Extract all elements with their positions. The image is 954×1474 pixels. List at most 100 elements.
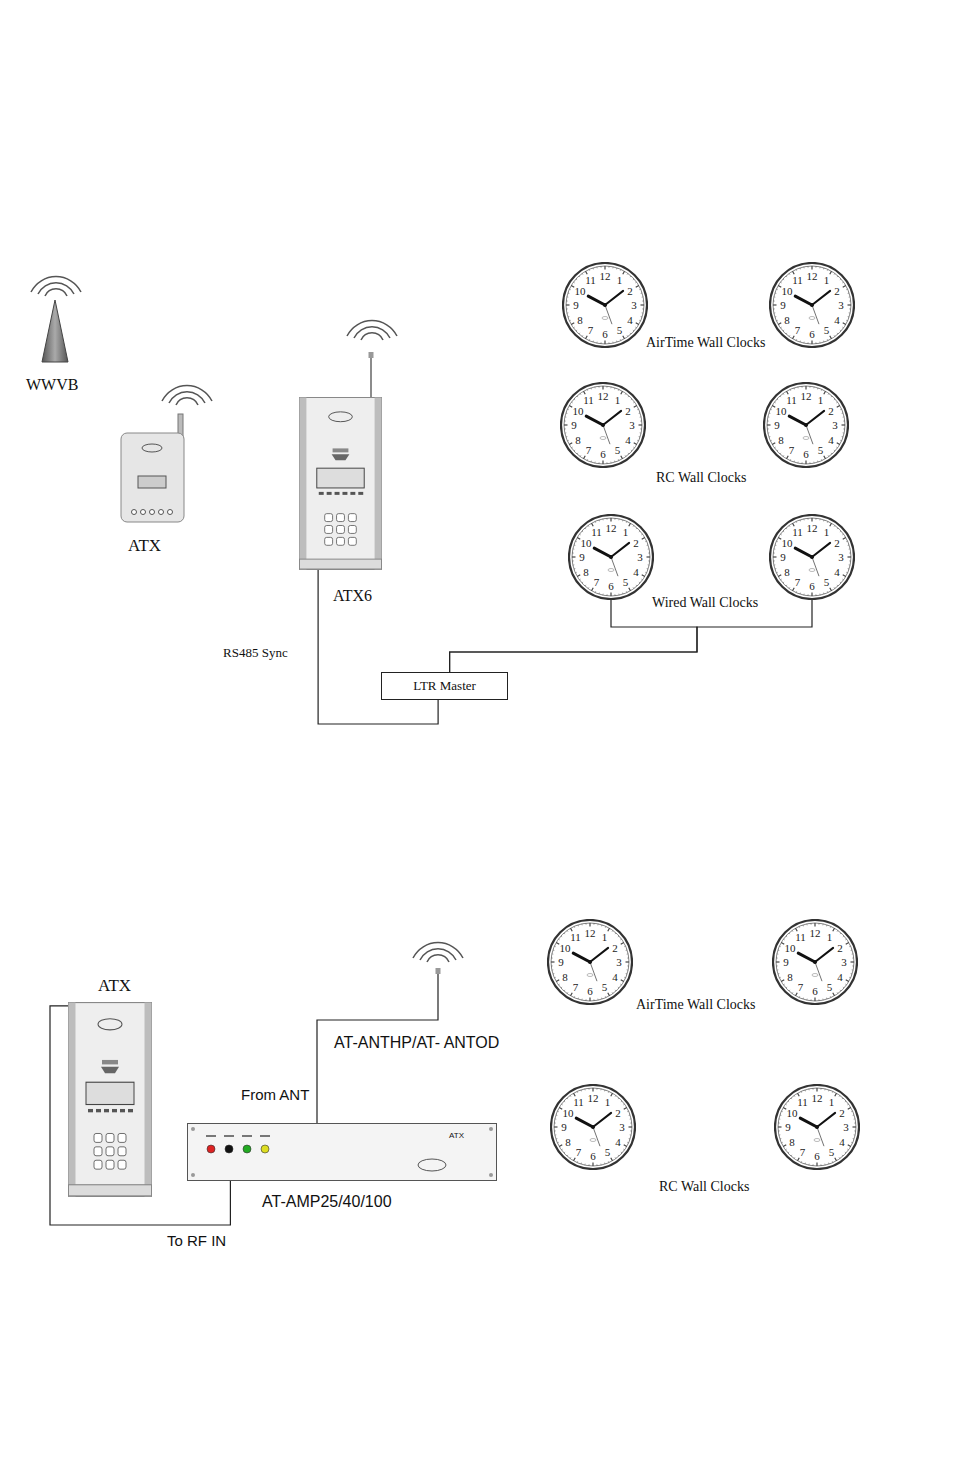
clock-numeral: 5 — [615, 444, 621, 457]
clock-numeral: 12 — [801, 390, 812, 403]
wall-clock: 121234567891011 — [772, 919, 858, 1005]
device-label: LTR Master — [413, 679, 476, 694]
wire-label: To RF IN — [166, 1232, 227, 1249]
clock-numeral: 12 — [606, 522, 617, 535]
clock-numeral: 9 — [558, 956, 564, 969]
clock-numeral: 5 — [818, 444, 824, 457]
device: ATXAT-AMP25/40/100 — [187, 1123, 497, 1181]
clock-numeral: 2 — [612, 941, 618, 954]
clock-numeral: 11 — [786, 394, 797, 407]
clock-numeral: 1 — [829, 1096, 835, 1109]
clock-numeral: 11 — [583, 394, 594, 407]
clock-numeral: 2 — [828, 404, 834, 417]
clock-numeral: 9 — [774, 419, 780, 432]
clock-numeral: 1 — [818, 394, 824, 407]
caption-label: RC Wall Clocks — [655, 470, 747, 486]
clock-numeral: 12 — [600, 270, 611, 283]
clock-numeral: 10 — [559, 941, 570, 954]
device-label: AT-AMP25/40/100 — [262, 1193, 392, 1211]
wall-clock: 121234567891011 — [547, 919, 633, 1005]
clock-numeral: 10 — [572, 404, 583, 417]
clock-numeral: 4 — [837, 970, 843, 983]
clock-numeral: 6 — [608, 580, 614, 593]
clock-numeral: 5 — [824, 324, 830, 337]
device-label: ATX6 — [333, 587, 372, 605]
clock-numeral: 2 — [633, 536, 639, 549]
device: ATX — [68, 1002, 152, 1197]
clock-numeral: 10 — [786, 1106, 797, 1119]
clock-numeral: 8 — [784, 313, 790, 326]
clock-numeral: 2 — [837, 941, 843, 954]
clock-numeral: 3 — [838, 299, 844, 312]
clock-numeral: 3 — [637, 551, 643, 564]
clock-numeral: 7 — [573, 981, 579, 994]
clock-numeral: 5 — [602, 981, 608, 994]
clock-numeral: 8 — [784, 565, 790, 578]
device-label: ATX — [128, 536, 161, 556]
clock-numeral: 6 — [814, 1150, 820, 1163]
process-box: LTR Master — [381, 672, 508, 700]
clock-numeral: 10 — [775, 404, 786, 417]
clock-numeral: 12 — [598, 390, 609, 403]
wire-label: RS485 Sync — [222, 646, 289, 661]
clock-numeral: 4 — [627, 313, 633, 326]
caption-label: RC Wall Clocks — [658, 1179, 750, 1195]
clock-numeral: 9 — [561, 1121, 567, 1134]
clock-numeral: 4 — [625, 433, 631, 446]
clock-numeral: 10 — [781, 284, 792, 297]
clock-numeral: 2 — [615, 1106, 621, 1119]
device: ATX6 — [299, 397, 382, 570]
wall-clock: 121234567891011 — [763, 382, 849, 468]
clock-numeral: 10 — [574, 284, 585, 297]
clock-numeral: 4 — [834, 565, 840, 578]
caption-label: From ANT — [240, 1086, 310, 1103]
clock-numeral: 9 — [571, 419, 577, 432]
clock-numeral: 7 — [576, 1146, 582, 1159]
clock-numeral: 9 — [579, 551, 585, 564]
wall-clock: 121234567891011 — [769, 514, 855, 600]
wall-clock: 121234567891011 — [562, 262, 648, 348]
clock-numeral: 6 — [602, 328, 608, 341]
clock-numeral: 5 — [829, 1146, 835, 1159]
clock-numeral: 3 — [629, 419, 635, 432]
clock-numeral: 8 — [577, 313, 583, 326]
clock-numeral: 12 — [807, 270, 818, 283]
clock-numeral: 3 — [843, 1121, 849, 1134]
clock-numeral: 7 — [789, 444, 795, 457]
clock-numeral: 1 — [827, 931, 833, 944]
clock-numeral: 11 — [591, 526, 602, 539]
clock-numeral: 10 — [580, 536, 591, 549]
device-body — [120, 432, 185, 523]
device-body — [68, 1002, 152, 1197]
clock-numeral: 4 — [828, 433, 834, 446]
clock-numeral: 7 — [795, 324, 801, 337]
wall-clock: 121234567891011 — [568, 514, 654, 600]
clock-numeral: 6 — [803, 448, 809, 461]
clock-numeral: 9 — [783, 956, 789, 969]
clock-numeral: 8 — [778, 433, 784, 446]
clock-numeral: 8 — [789, 1135, 795, 1148]
clock-numeral: 8 — [565, 1135, 571, 1148]
clock-numeral: 1 — [824, 274, 830, 287]
clock-numeral: 8 — [562, 970, 568, 983]
clock-numeral: 4 — [834, 313, 840, 326]
clock-numeral: 11 — [795, 931, 806, 944]
device-label: ATX — [98, 976, 131, 996]
clock-numeral: 12 — [588, 1092, 599, 1105]
clock-numeral: 1 — [617, 274, 623, 287]
clock-numeral: 11 — [570, 931, 581, 944]
wall-clock: 121234567891011 — [769, 262, 855, 348]
clock-numeral: 6 — [809, 328, 815, 341]
clock-numeral: 11 — [792, 526, 803, 539]
clock-numeral: 8 — [787, 970, 793, 983]
wire-connector — [318, 570, 438, 724]
clock-numeral: 1 — [605, 1096, 611, 1109]
clock-numeral: 3 — [838, 551, 844, 564]
clock-numeral: 10 — [562, 1106, 573, 1119]
clock-numeral: 4 — [615, 1135, 621, 1148]
clock-numeral: 5 — [617, 324, 623, 337]
clock-numeral: 2 — [625, 404, 631, 417]
device: ATX — [120, 432, 185, 523]
clock-numeral: 12 — [810, 927, 821, 940]
clock-numeral: 2 — [839, 1106, 845, 1119]
